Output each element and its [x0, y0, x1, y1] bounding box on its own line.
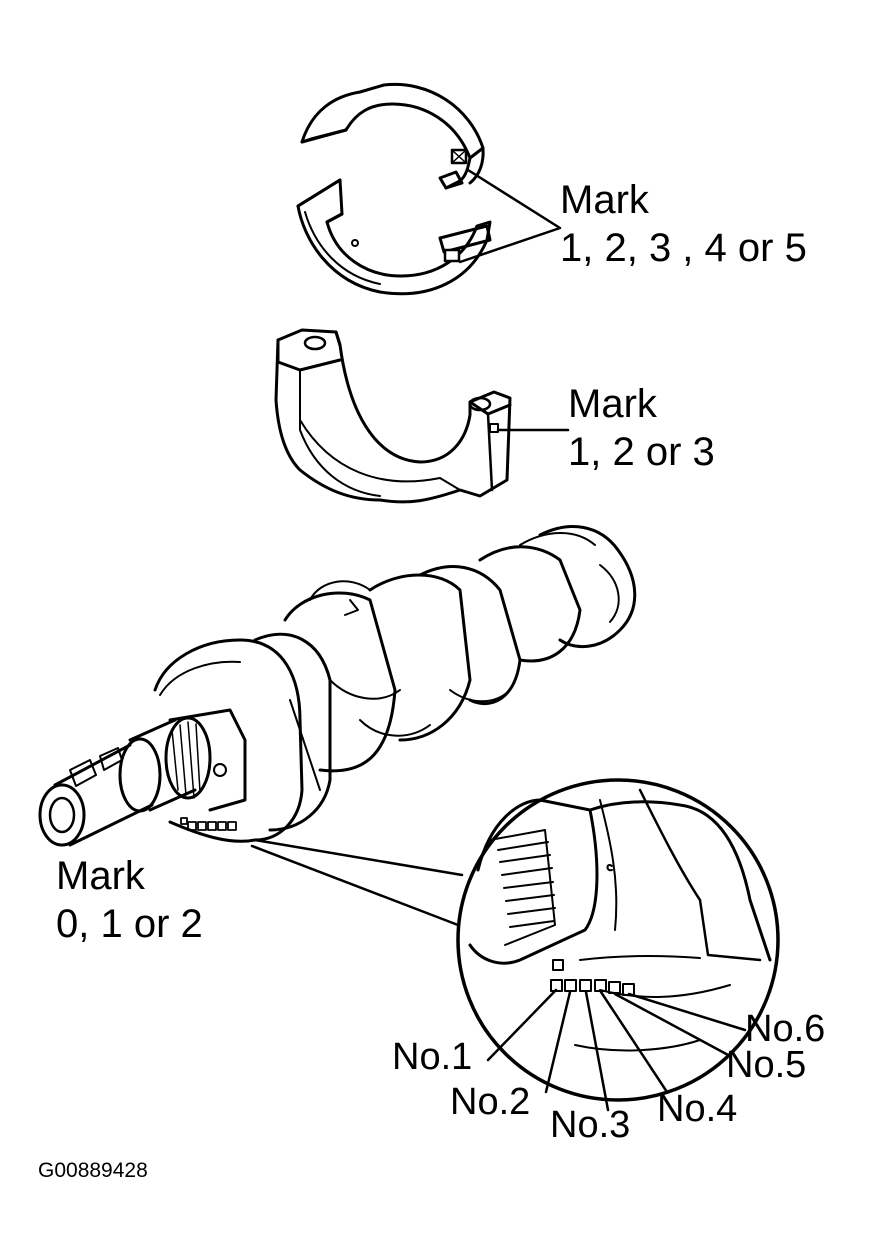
bearing-mark-title: Mark	[560, 178, 649, 222]
bearing-leader	[458, 168, 562, 264]
detail-zoom-circle	[456, 778, 780, 1102]
crankshaft-mark-values: 0, 1 or 2	[56, 902, 203, 946]
bearing-mark-values: 1, 2, 3 , 4 or 5	[560, 226, 807, 270]
crankshaft	[38, 525, 637, 847]
rod-cap-mark-title: Mark	[568, 382, 657, 426]
zoom-leader	[250, 838, 464, 927]
journal-label-6: No.6	[745, 1008, 826, 1050]
crank-mark-row	[180, 817, 237, 831]
journal-label-3: No.3	[550, 1104, 631, 1146]
journal-leaders	[486, 988, 747, 1112]
bearing-mark-square-lower	[443, 248, 461, 263]
journal-label-5: No.5	[726, 1044, 807, 1086]
journal-label-2: No.2	[450, 1081, 531, 1123]
detail-mark-row	[550, 959, 635, 996]
rod-cap	[274, 328, 512, 504]
lower-bearing-shell	[296, 178, 492, 296]
crankshaft-mark-title: Mark	[56, 854, 145, 898]
rod-cap-mark-values: 1, 2 or 3	[568, 430, 715, 474]
rod-cap-mark	[489, 423, 499, 433]
upper-bearing-shell	[300, 82, 485, 190]
journal-label-1: No.1	[392, 1036, 473, 1078]
journal-label-4: No.4	[657, 1088, 738, 1130]
figure-code: G00889428	[38, 1159, 148, 1182]
